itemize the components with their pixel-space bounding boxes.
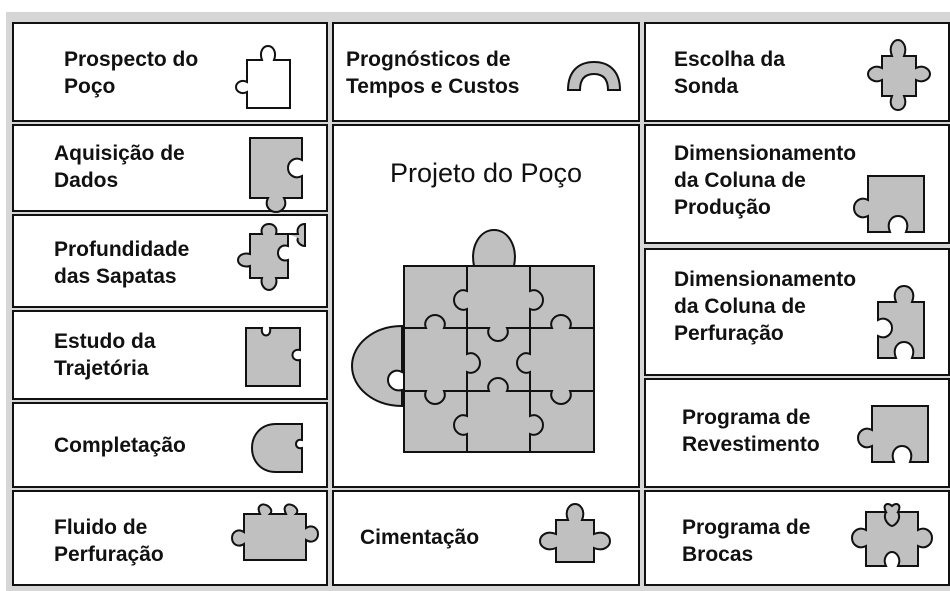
box-estudo-da-trajetoria: Estudo da Trajetória: [12, 310, 328, 400]
label-dim-coluna-producao: Dimensionamento da Coluna de Produção: [674, 142, 857, 219]
diagram-frame: Prospecto do Poço Aquisição de Dados Pro…: [6, 12, 950, 591]
puzzle-piece-icon: [854, 400, 934, 470]
box-profundidade-das-sapatas: Profundidade das Sapatas: [12, 214, 328, 308]
puzzle-piece-icon: [532, 498, 618, 582]
puzzle-piece-icon: [858, 34, 938, 114]
label-completacao: Completação: [54, 434, 186, 457]
puzzle-piece-icon: [850, 166, 930, 236]
box-prognosticos: Prognósticos de Tempos e Custos: [332, 22, 640, 122]
puzzle-piece-icon: [242, 324, 306, 390]
box-escolha-da-sonda: Escolha da Sonda: [644, 22, 950, 122]
box-dim-coluna-perfuracao: Dimensionamento da Coluna de Perfuração: [644, 248, 950, 376]
arch-piece-icon: [564, 58, 624, 94]
puzzle-piece-icon: [246, 420, 306, 476]
center-title: Projeto do Poço: [389, 158, 583, 188]
label-profundidade-das-sapatas: Profundidade das Sapatas: [54, 238, 190, 288]
box-programa-de-brocas: Programa de Brocas: [644, 490, 950, 586]
jigsaw-puzzle-assembly: [350, 228, 595, 453]
label-cimentacao: Cimentação: [360, 526, 480, 549]
box-fluido-de-perfuracao: Fluido de Perfuração: [12, 490, 328, 586]
box-dim-coluna-producao: Dimensionamento da Coluna de Produção: [644, 124, 950, 244]
puzzle-piece-icon: [240, 132, 310, 214]
label-prognosticos: Prognósticos de Tempos e Custos: [346, 48, 520, 98]
label-dim-coluna-perfuracao: Dimensionamento da Coluna de Perfuração: [674, 268, 857, 345]
label-fluido-de-perfuracao: Fluido de Perfuração: [54, 516, 164, 566]
label-prospecto-do-poco: Prospecto do Poço: [64, 48, 199, 98]
label-aquisicao-de-dados: Aquisição de Dados: [54, 142, 185, 192]
label-programa-de-revestimento: Programa de Revestimento: [682, 406, 820, 456]
puzzle-piece-icon: [230, 222, 310, 304]
puzzle-piece-icon: [232, 42, 302, 112]
box-aquisicao-de-dados: Aquisição de Dados: [12, 124, 328, 214]
box-projeto-do-poco: Projeto do Poço: [332, 124, 640, 488]
box-prospecto-do-poco: Prospecto do Poço: [12, 22, 328, 122]
label-programa-de-brocas: Programa de Brocas: [682, 516, 811, 566]
box-completacao: Completação: [12, 402, 328, 488]
label-escolha-da-sonda: Escolha da Sonda: [674, 48, 785, 98]
puzzle-piece-icon: [846, 503, 938, 574]
box-programa-de-revestimento: Programa de Revestimento: [644, 378, 950, 488]
label-estudo-da-trajetoria: Estudo da Trajetória: [54, 330, 156, 380]
puzzle-piece-icon: [226, 503, 322, 570]
puzzle-piece-icon: [872, 280, 932, 364]
box-cimentacao: Cimentação: [332, 490, 640, 586]
